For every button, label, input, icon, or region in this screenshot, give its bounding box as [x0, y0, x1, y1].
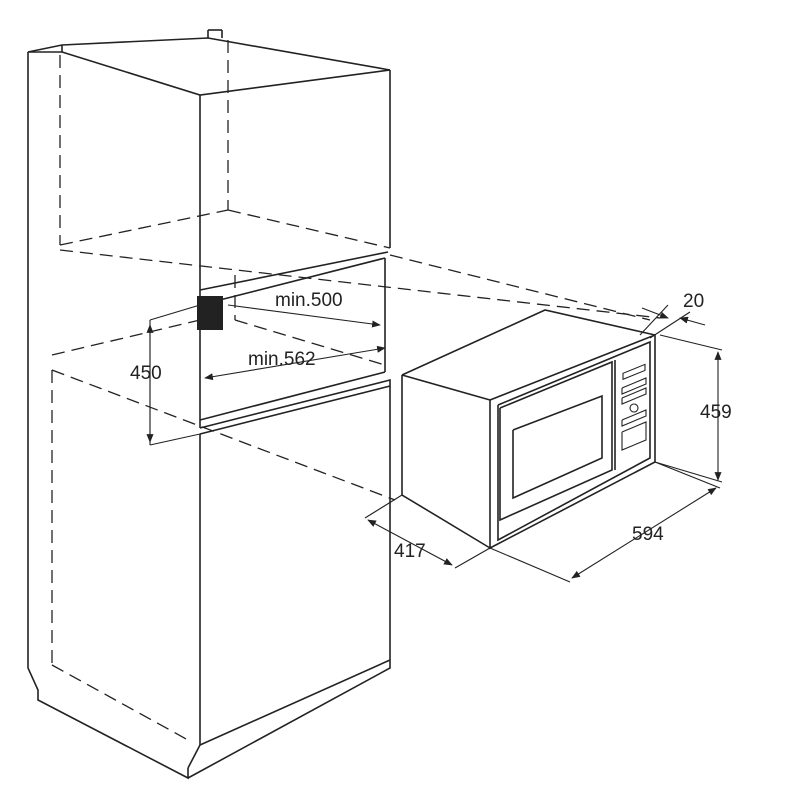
label-frame-offset: 20: [683, 291, 704, 312]
dimension-lines: [146, 304, 723, 583]
label-niche-depth: min.500: [275, 290, 343, 311]
label-oven-depth: 417: [394, 541, 426, 562]
hidden-edges: [51, 40, 661, 741]
label-niche-height: 450: [130, 363, 162, 384]
label-oven-height: 459: [700, 402, 732, 423]
control-knob: [629, 403, 639, 413]
vent-grille: [197, 296, 223, 330]
label-niche-width: min.562: [248, 349, 316, 370]
control-button: [622, 363, 646, 381]
label-oven-width: 594: [632, 524, 664, 545]
tall-cabinet: [27, 29, 391, 780]
microwave-oven: [401, 309, 656, 550]
